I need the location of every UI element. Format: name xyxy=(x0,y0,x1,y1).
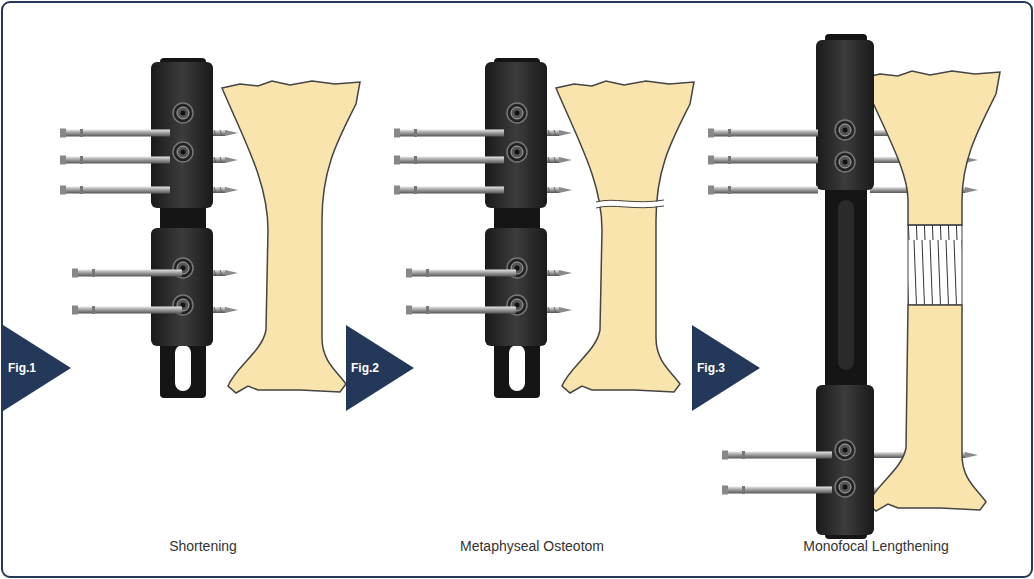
figure-tag: Fig.2 xyxy=(346,325,414,411)
caption-label: Metaphyseal Osteotom xyxy=(460,538,604,554)
caption-label: Shortening xyxy=(169,538,237,554)
caption-label: Monofocal Lengthening xyxy=(803,538,949,554)
figure-tag: Fig.3 xyxy=(692,325,760,411)
fixator-osteotomy xyxy=(394,58,694,398)
figure-number: Fig.1 xyxy=(8,361,36,375)
figure-number: Fig.2 xyxy=(351,361,379,375)
figure-number: Fig.3 xyxy=(697,361,725,375)
fixator-lengthening xyxy=(708,34,1000,539)
figure-tag: Fig.1 xyxy=(3,325,71,411)
fixator-shortening xyxy=(60,58,360,398)
